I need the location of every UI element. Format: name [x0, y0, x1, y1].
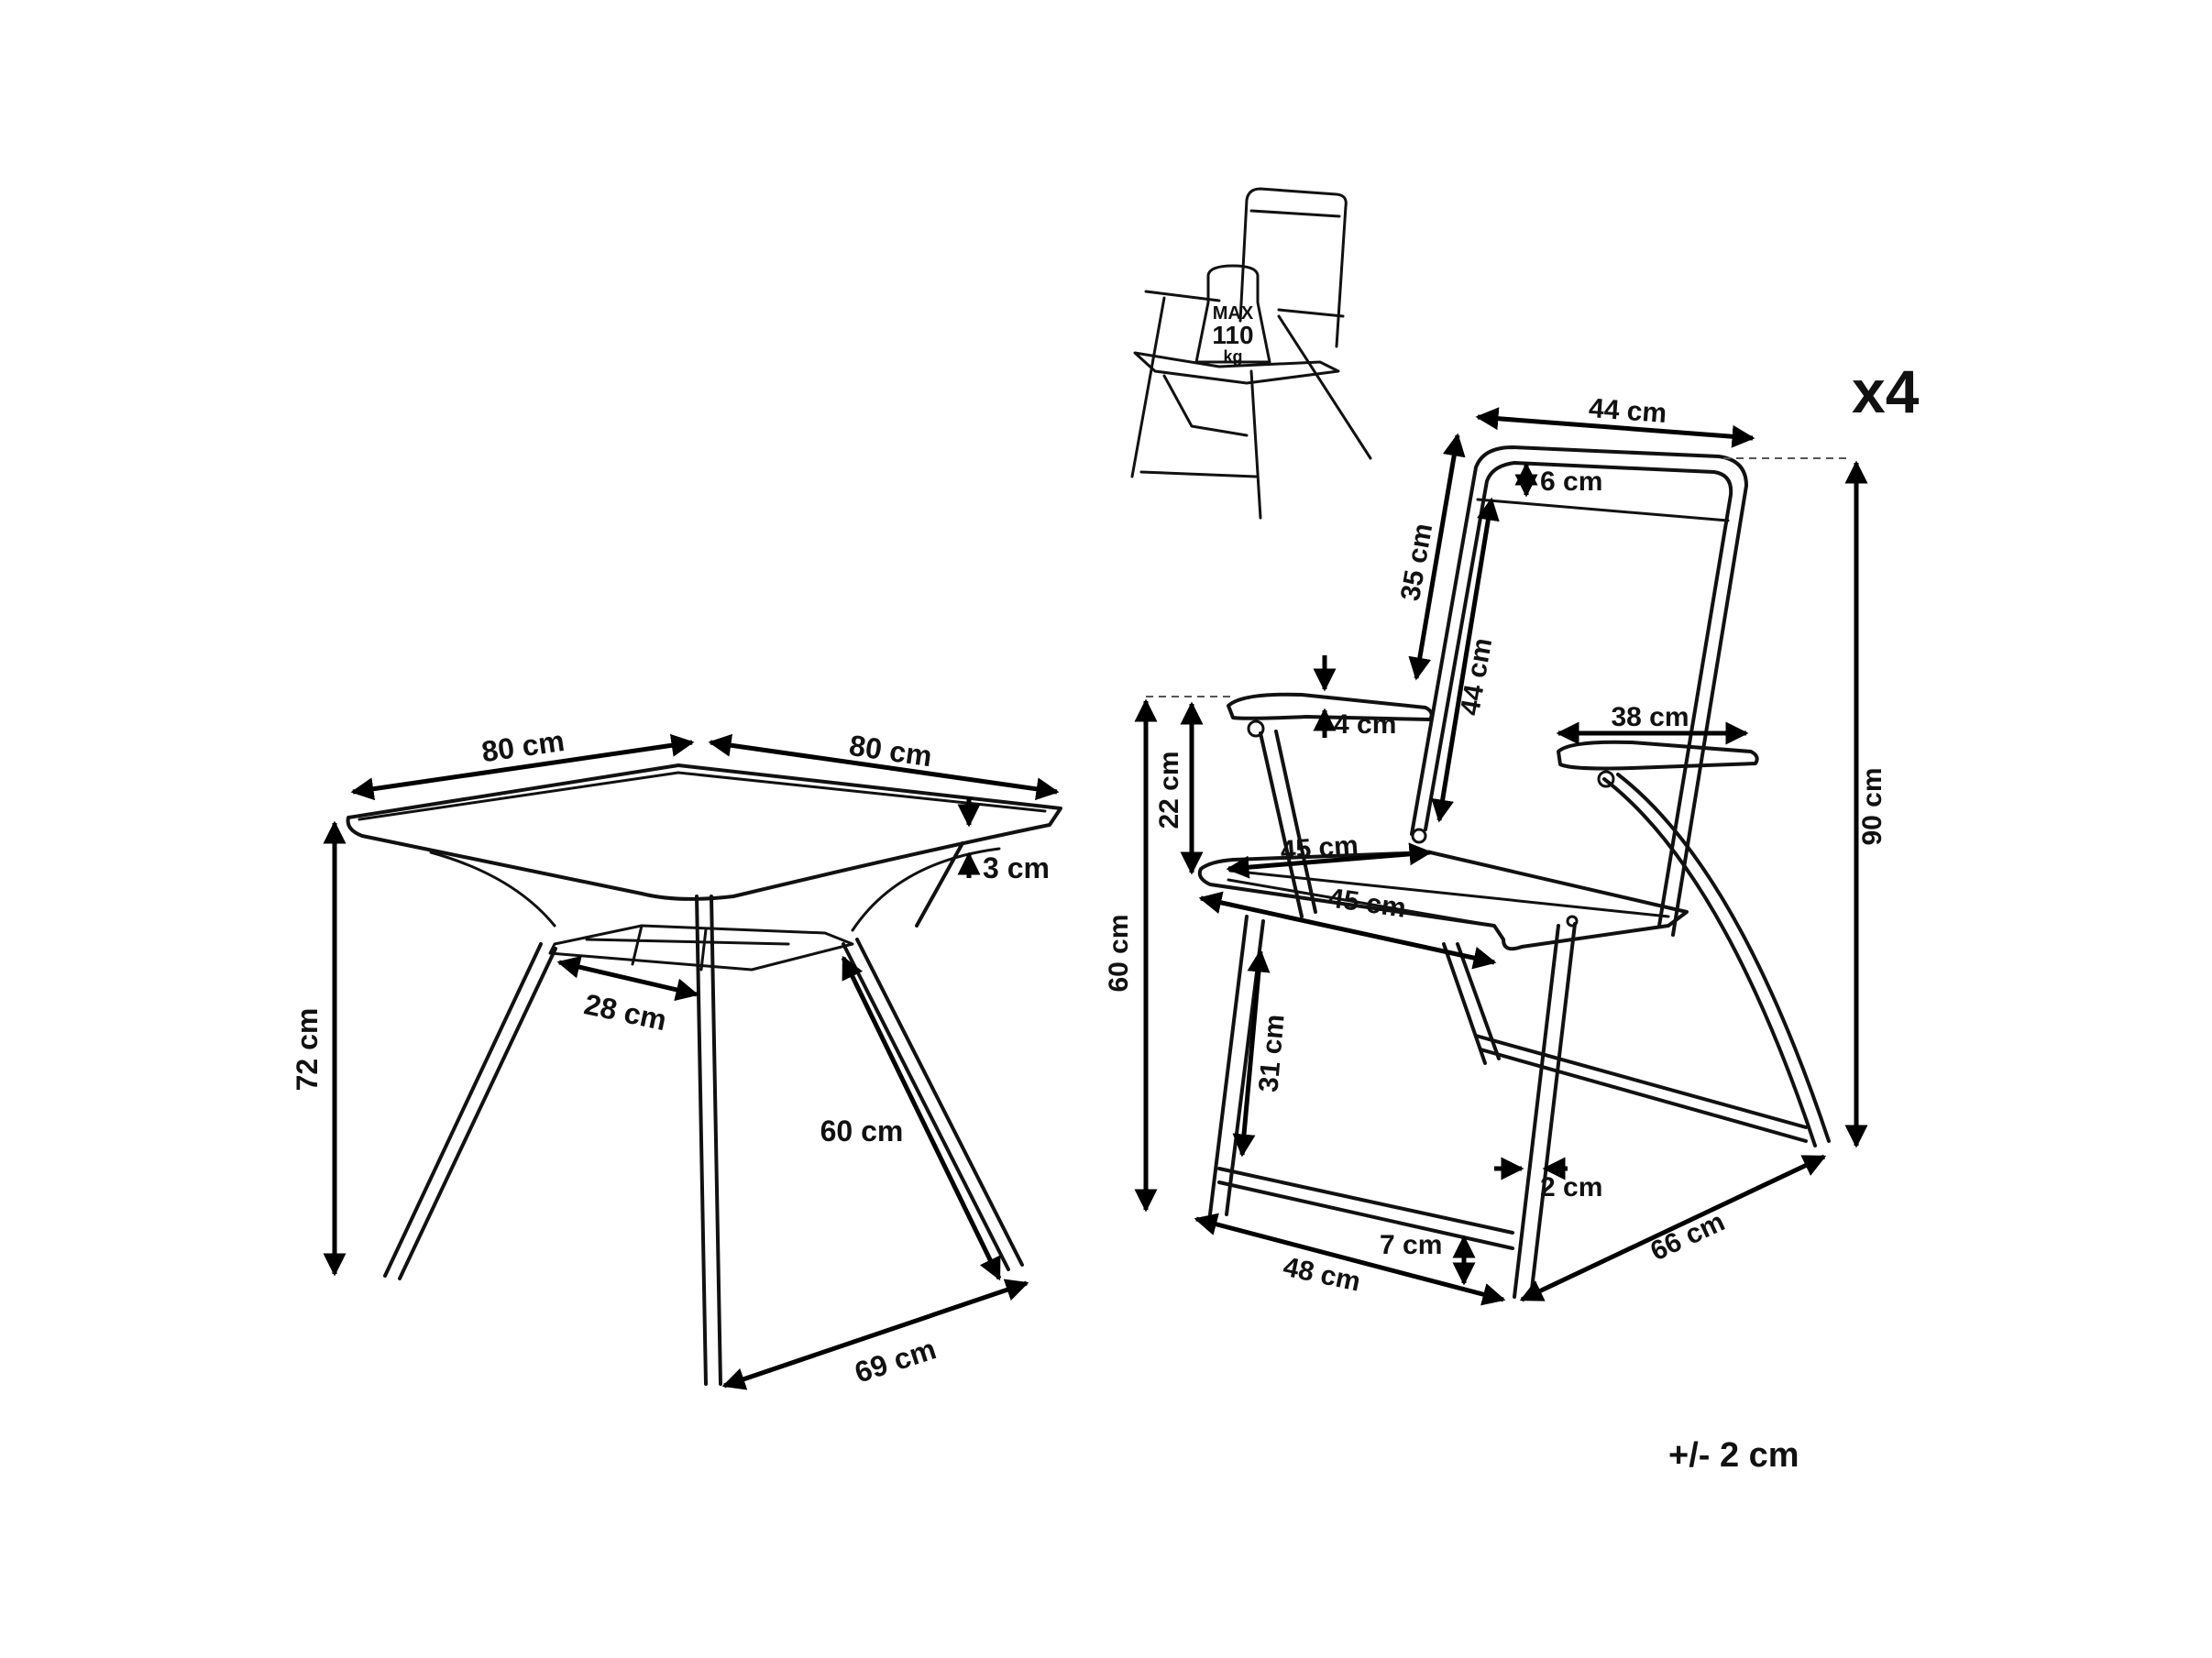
table-dimensions	[323, 733, 1060, 1390]
chair-back-fabric-label: 44 cm	[1455, 636, 1498, 719]
table-leg-length-label: 60 cm	[820, 1114, 904, 1147]
chair-foot-height-label: 7 cm	[1380, 1230, 1442, 1260]
table-top-thickness-label: 3 cm	[983, 851, 1050, 884]
max-load-label: MAX	[1213, 303, 1254, 324]
chair-seat-depth-label: 45 cm	[1280, 830, 1359, 866]
max-load-value: 110	[1212, 321, 1253, 349]
chair-lower-leg-label: 31 cm	[1253, 1013, 1290, 1093]
chair-total-height-label: 90 cm	[1857, 767, 1887, 845]
max-load-unit: kg	[1223, 347, 1242, 366]
table-shelf-width-label: 28 cm	[581, 987, 669, 1037]
chair-armrest-thickness-label: 4 cm	[1334, 709, 1396, 740]
table-drawing	[346, 763, 1062, 1386]
chair-tube-diameter-label: 2 cm	[1540, 1172, 1602, 1202]
quantity-label: x4	[1852, 357, 1920, 425]
weight-icon	[1194, 264, 1271, 364]
table-width-right-label: 80 cm	[847, 729, 934, 773]
chair-thumbnail	[1130, 187, 1372, 520]
chair-back-top-band-label: 6 cm	[1540, 467, 1602, 497]
chair-seat-height-label: 60 cm	[1104, 914, 1134, 992]
chair-armrest-height-label: 22 cm	[1154, 751, 1184, 829]
chair-back-width-label: 44 cm	[1588, 393, 1667, 429]
chair-base-depth-label: 66 cm	[1645, 1206, 1729, 1267]
table-height-label: 72 cm	[291, 1008, 324, 1092]
tolerance-label: +/- 2 cm	[1668, 1436, 1799, 1475]
chair-armrest-length-label: 38 cm	[1611, 702, 1689, 732]
chair-dimensions	[1134, 407, 1868, 1306]
